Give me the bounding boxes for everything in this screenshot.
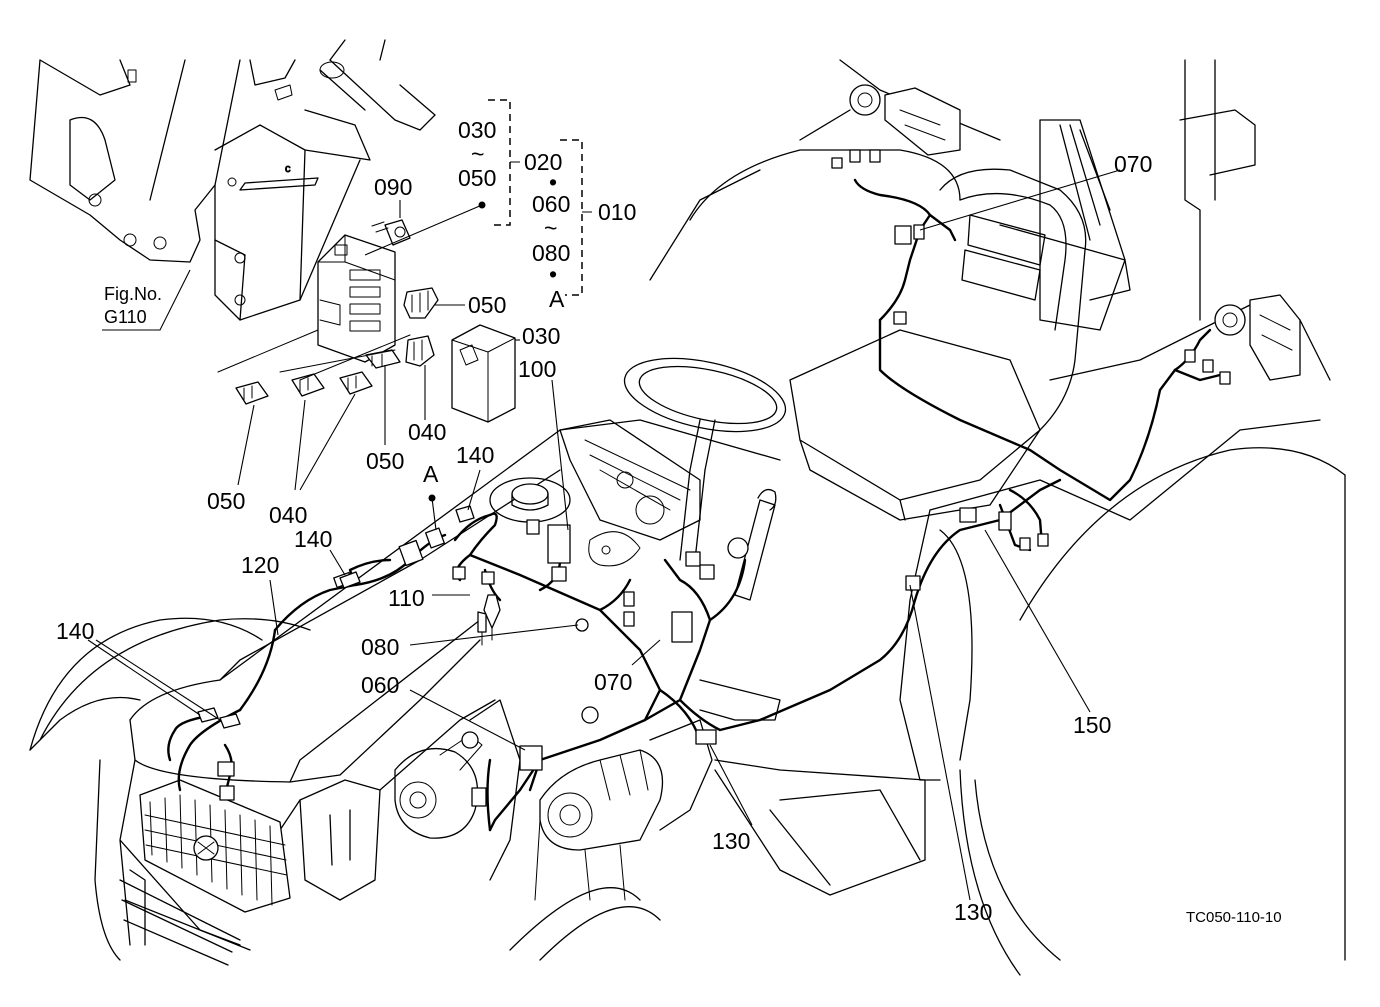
callout-140-mid: 140 xyxy=(294,526,332,552)
figure-reference[interactable]: Fig.No. G110 xyxy=(102,269,191,331)
svg-text:c: c xyxy=(285,163,291,175)
reference-line-2: G110 xyxy=(104,307,147,327)
callout-tilde-a: ~ xyxy=(471,141,484,167)
callout-labels: 090 030 ~ 050 020 • 060 010 ~ 080 • A 05… xyxy=(56,117,1152,925)
callout-150: 150 xyxy=(1073,712,1111,738)
callout-050-left: 050 xyxy=(207,488,245,514)
connectors xyxy=(217,149,1231,807)
fuses xyxy=(217,287,439,405)
floor-step xyxy=(714,759,926,896)
part-leaders xyxy=(87,169,1121,901)
front-tire xyxy=(29,617,661,961)
fuse-box-cover xyxy=(451,324,516,423)
cab-frame xyxy=(649,59,1256,331)
alternator xyxy=(394,733,483,839)
callout-030-mid: 030 xyxy=(522,323,560,349)
dashboard xyxy=(559,419,701,567)
fuel-cap xyxy=(489,477,571,523)
figure-code: TC050-110-10 xyxy=(1186,909,1282,926)
callout-060-mid: 060 xyxy=(361,672,399,698)
rear-tire xyxy=(959,447,1346,976)
mounting-bracket: c xyxy=(29,39,436,321)
callout-080-top: 080 xyxy=(532,240,570,266)
callout-070-mid: 070 xyxy=(594,669,632,695)
callout-dot-b: • xyxy=(549,261,557,287)
callout-140-left: 140 xyxy=(56,618,94,644)
callout-050-mid: 050 xyxy=(468,292,506,318)
callout-040-left: 040 xyxy=(269,502,307,528)
earth-terminals xyxy=(197,505,475,729)
callout-a-top: A xyxy=(549,286,565,312)
callout-040-right: 040 xyxy=(408,419,446,445)
front-grille xyxy=(119,779,291,966)
callout-050-top: 050 xyxy=(458,165,496,191)
callout-100: 100 xyxy=(518,356,556,382)
callout-140-top: 140 xyxy=(456,442,494,468)
callout-070-top: 070 xyxy=(1114,151,1152,177)
reference-line-1: Fig.No. xyxy=(104,284,162,304)
callout-050-low: 050 xyxy=(366,448,404,474)
callout-a-mid: A xyxy=(423,461,439,487)
callout-090: 090 xyxy=(374,174,412,200)
fuse-leaders xyxy=(237,99,592,491)
callout-tilde-b: ~ xyxy=(544,215,557,241)
callout-010: 010 xyxy=(598,199,636,225)
operator-seat xyxy=(789,168,1087,521)
callout-110: 110 xyxy=(388,585,425,611)
tractor-hood xyxy=(29,419,781,946)
callout-130-mid: 130 xyxy=(712,828,750,854)
callout-120: 120 xyxy=(241,552,279,578)
fuse-box xyxy=(317,234,396,363)
steering-wheel xyxy=(623,357,787,561)
callout-dot-a: • xyxy=(549,169,557,195)
starter-motor xyxy=(534,719,713,901)
callout-130-low: 130 xyxy=(954,899,992,925)
gear-lever xyxy=(699,488,781,721)
callout-030-top: 030 xyxy=(458,117,496,143)
work-light-left xyxy=(849,84,961,156)
callout-080-mid: 080 xyxy=(361,634,399,660)
fuse-box-screw xyxy=(371,219,411,246)
callout-020: 020 xyxy=(524,149,562,175)
work-light-right xyxy=(1214,294,1301,381)
callout-060-top: 060 xyxy=(532,191,570,217)
